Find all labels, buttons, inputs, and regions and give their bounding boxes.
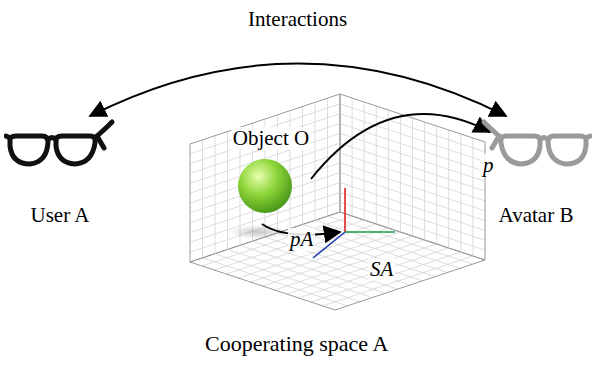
vector-label: pA	[288, 228, 315, 251]
grid-line	[436, 126, 437, 244]
frame-label: SA	[368, 258, 395, 281]
grid-line	[311, 252, 461, 302]
caption-label: Cooperating space A	[205, 332, 388, 356]
grid-lines	[190, 94, 485, 310]
grid-line	[190, 262, 335, 310]
grid-line	[340, 104, 485, 152]
grid-line	[323, 256, 473, 306]
grid-line	[203, 258, 348, 306]
node-label: Avatar B	[478, 204, 594, 227]
edge-label: Interactions	[246, 8, 349, 31]
grid-line	[287, 244, 437, 294]
user-node: User A	[2, 118, 118, 227]
grid-line	[448, 130, 449, 248]
grid-line	[202, 140, 203, 258]
connector	[311, 114, 490, 179]
node-label: Object O	[231, 127, 311, 150]
sphere	[235, 156, 295, 216]
grid-line	[190, 144, 191, 262]
grid-line	[340, 94, 485, 142]
axis-z	[344, 188, 346, 232]
grid-line	[340, 143, 485, 191]
grid-line	[424, 122, 425, 240]
axis-x	[313, 232, 345, 258]
grid-line	[190, 114, 340, 164]
grid-line	[460, 134, 461, 252]
grid-line	[299, 248, 449, 298]
grid-line	[340, 153, 485, 201]
grid-line	[340, 124, 485, 172]
grid-line	[263, 236, 413, 286]
edge-label: p	[481, 154, 496, 177]
axis-y	[345, 231, 395, 233]
grid-line	[190, 104, 340, 154]
grid-line	[472, 138, 473, 256]
glasses-icon	[480, 118, 592, 174]
node-label: User A	[2, 204, 118, 227]
glasses-icon	[4, 118, 116, 174]
grid-line	[340, 133, 485, 181]
grid-line	[335, 260, 485, 310]
object-node: Object O	[225, 127, 317, 216]
connector	[90, 64, 506, 117]
grid-line	[227, 132, 228, 250]
grid-line	[215, 136, 216, 254]
